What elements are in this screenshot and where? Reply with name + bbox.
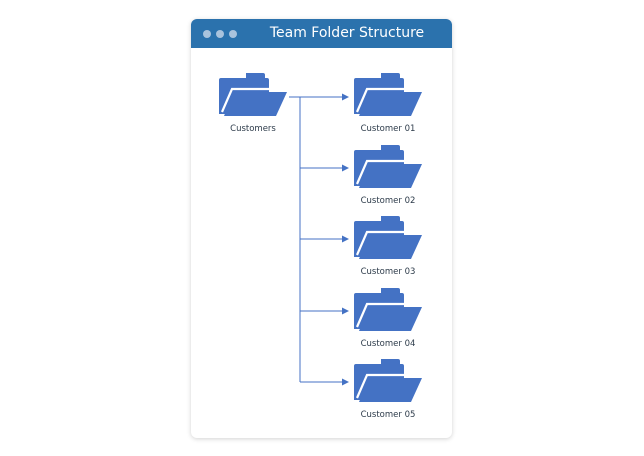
folder-icon <box>352 143 424 190</box>
title-bar: Team Folder Structure <box>191 19 452 48</box>
folder-icon <box>352 71 424 118</box>
window-minimize-dot[interactable] <box>216 30 224 38</box>
arrowhead-4 <box>342 307 349 315</box>
folder-icon <box>217 71 289 118</box>
child-folder-1[interactable]: Customer 01 <box>352 71 424 134</box>
folder-icon <box>352 214 424 261</box>
folder-icon <box>352 286 424 333</box>
folder-structure-window: Team Folder Structure Customers Cus <box>191 19 452 438</box>
child-folder-label: Customer 01 <box>361 124 416 134</box>
arrowhead-1 <box>342 93 349 101</box>
root-folder-label: Customers <box>230 124 276 134</box>
child-folder-label: Customer 05 <box>361 410 416 420</box>
window-maximize-dot[interactable] <box>229 30 237 38</box>
child-folder-4[interactable]: Customer 04 <box>352 286 424 349</box>
folder-icon <box>352 357 424 404</box>
arrowhead-5 <box>342 378 349 386</box>
child-folder-label: Customer 03 <box>361 267 416 277</box>
root-folder[interactable]: Customers <box>217 71 289 134</box>
child-folder-3[interactable]: Customer 03 <box>352 214 424 277</box>
child-folder-2[interactable]: Customer 02 <box>352 143 424 206</box>
child-folder-label: Customer 04 <box>361 339 416 349</box>
window-close-dot[interactable] <box>203 30 211 38</box>
child-folder-label: Customer 02 <box>361 196 416 206</box>
arrowhead-3 <box>342 235 349 243</box>
window-title: Team Folder Structure <box>269 25 425 41</box>
folder-tree-diagram: Customers Customer 01 Customer 02 Custom… <box>217 71 424 420</box>
tree-connectors <box>289 93 349 386</box>
child-folder-5[interactable]: Customer 05 <box>352 357 424 420</box>
arrowhead-2 <box>342 164 349 172</box>
